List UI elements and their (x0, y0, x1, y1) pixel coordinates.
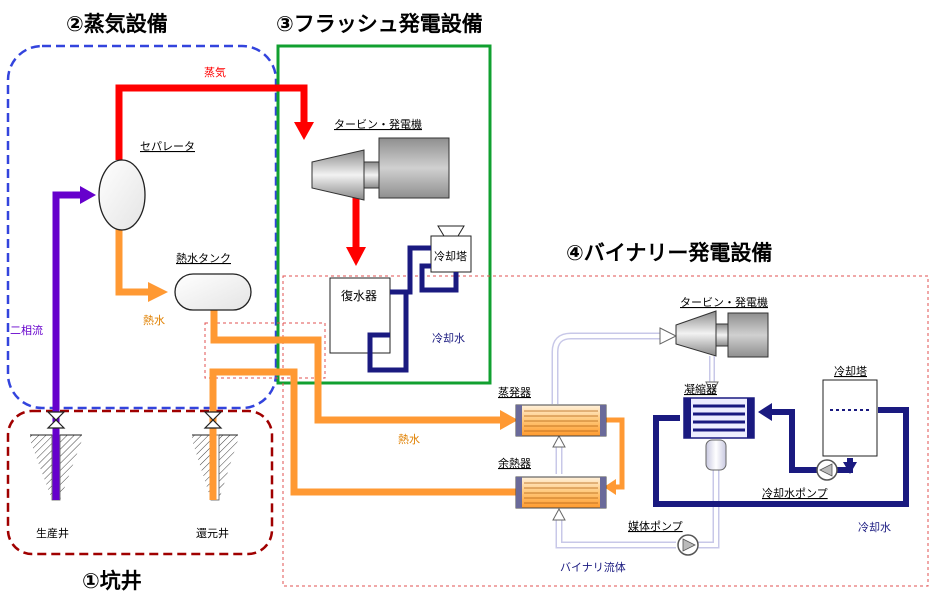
hot-water-tank-label: 熱水タンク (176, 252, 231, 265)
flash-condenser-label: 復水器 (341, 288, 377, 303)
binary-cooling-tower-label: 冷却塔 (834, 365, 867, 378)
binary-vapor-pipe (551, 332, 662, 404)
well-title: ①坑井 (82, 569, 142, 593)
flash-power-frame (276, 44, 492, 385)
flash-cooling-tower-label: 冷却塔 (434, 250, 467, 263)
binary-shaft (715, 323, 729, 347)
hot-water-to-evaporator-arrowhead (500, 410, 518, 430)
production-valve-icon (46, 411, 66, 429)
two-phase-pipe (52, 191, 84, 500)
flash-cooling-fan-icon (437, 225, 465, 237)
hot-water-to-evaporator-pipe (210, 310, 502, 424)
separator-hot-water-arrowhead (148, 282, 168, 302)
binary-condensate-pipe-inner (557, 470, 718, 547)
binary-power-title: ④バイナリー発電設備 (566, 241, 772, 265)
binary-vapor-pipe-inner (553, 334, 662, 404)
binary-cooling-water-label: 冷却水 (858, 521, 891, 534)
flash-cooling-water-label: 冷却水 (432, 332, 465, 345)
flash-cooling-water-pipe (367, 245, 459, 373)
evaporator-exchanger (515, 404, 607, 437)
steam-flow-label: 蒸気 (204, 65, 226, 79)
separator-vessel (98, 159, 146, 231)
flash-condenser (329, 277, 391, 354)
preheater-to-evaporator-arrowhead (552, 434, 566, 448)
binary-vapor-arrowhead (659, 327, 678, 345)
transfer-frame (204, 322, 326, 379)
hot-water-label-2: 熱水 (398, 433, 420, 446)
steam-arrowhead (294, 122, 314, 140)
tower-outlet-arrowhead (843, 462, 857, 474)
binary-fluid-label: バイナリ流体 (560, 560, 626, 574)
hot-water-tank-vessel (174, 273, 252, 311)
medium-pump-label: 媒体ポンプ (628, 519, 683, 533)
reinjection-hot-water-pipe (209, 368, 518, 500)
turbine-exhaust-arrowhead (705, 381, 719, 396)
preheater-label: 余熱器 (498, 456, 531, 470)
binary-cooling-tower (822, 379, 878, 457)
evaporator-to-preheater-arrowhead (604, 479, 616, 495)
steam-equipment-title: ②蒸気設備 (66, 12, 168, 36)
binary-generator (727, 312, 769, 358)
binary-condenser (683, 397, 755, 439)
binary-condenser-label: 凝縮器 (684, 382, 717, 396)
binary-cooling-water-arrowhead (758, 403, 772, 421)
hot-water-label-1: 熱水 (143, 314, 165, 327)
binary-power-frame (282, 275, 929, 587)
flash-turbine (311, 149, 365, 201)
two-phase-arrowhead (80, 186, 96, 204)
reinjection-well-label: 還元井 (196, 526, 229, 540)
separator-hot-water-pipe (115, 228, 152, 296)
production-well-label: 生産井 (36, 526, 69, 540)
cooling-water-pump-label: 冷却水ポンプ (762, 487, 828, 500)
medium-pump-icon (677, 534, 699, 556)
flash-power-title: ③フラッシュ発電設備 (276, 12, 483, 36)
condensate-receiver (705, 439, 727, 471)
flash-generator (378, 137, 450, 199)
preheater-exchanger (515, 476, 607, 509)
steam-equipment-frame (6, 44, 278, 410)
binary-turbine (675, 310, 717, 357)
flash-shaft (363, 161, 381, 189)
two-phase-label: 二相流 (10, 323, 43, 337)
reinjection-valve-icon (203, 411, 223, 429)
steam-to-condenser-arrowhead (346, 247, 366, 266)
flash-turbine-label: タービン・発電機 (334, 117, 422, 131)
flash-cooling-tower (430, 235, 472, 273)
separator-label: セパレータ (140, 140, 195, 153)
cooling-water-pump-icon (816, 459, 838, 481)
evaporator-label: 蒸発器 (498, 385, 531, 399)
steam-pipe (115, 84, 308, 160)
well-frame (6, 409, 274, 556)
evaporator-to-preheater-pipe (606, 417, 625, 490)
binary-turbine-label: タービン・発電機 (680, 295, 768, 309)
binary-condensate-arrowhead (552, 507, 566, 521)
